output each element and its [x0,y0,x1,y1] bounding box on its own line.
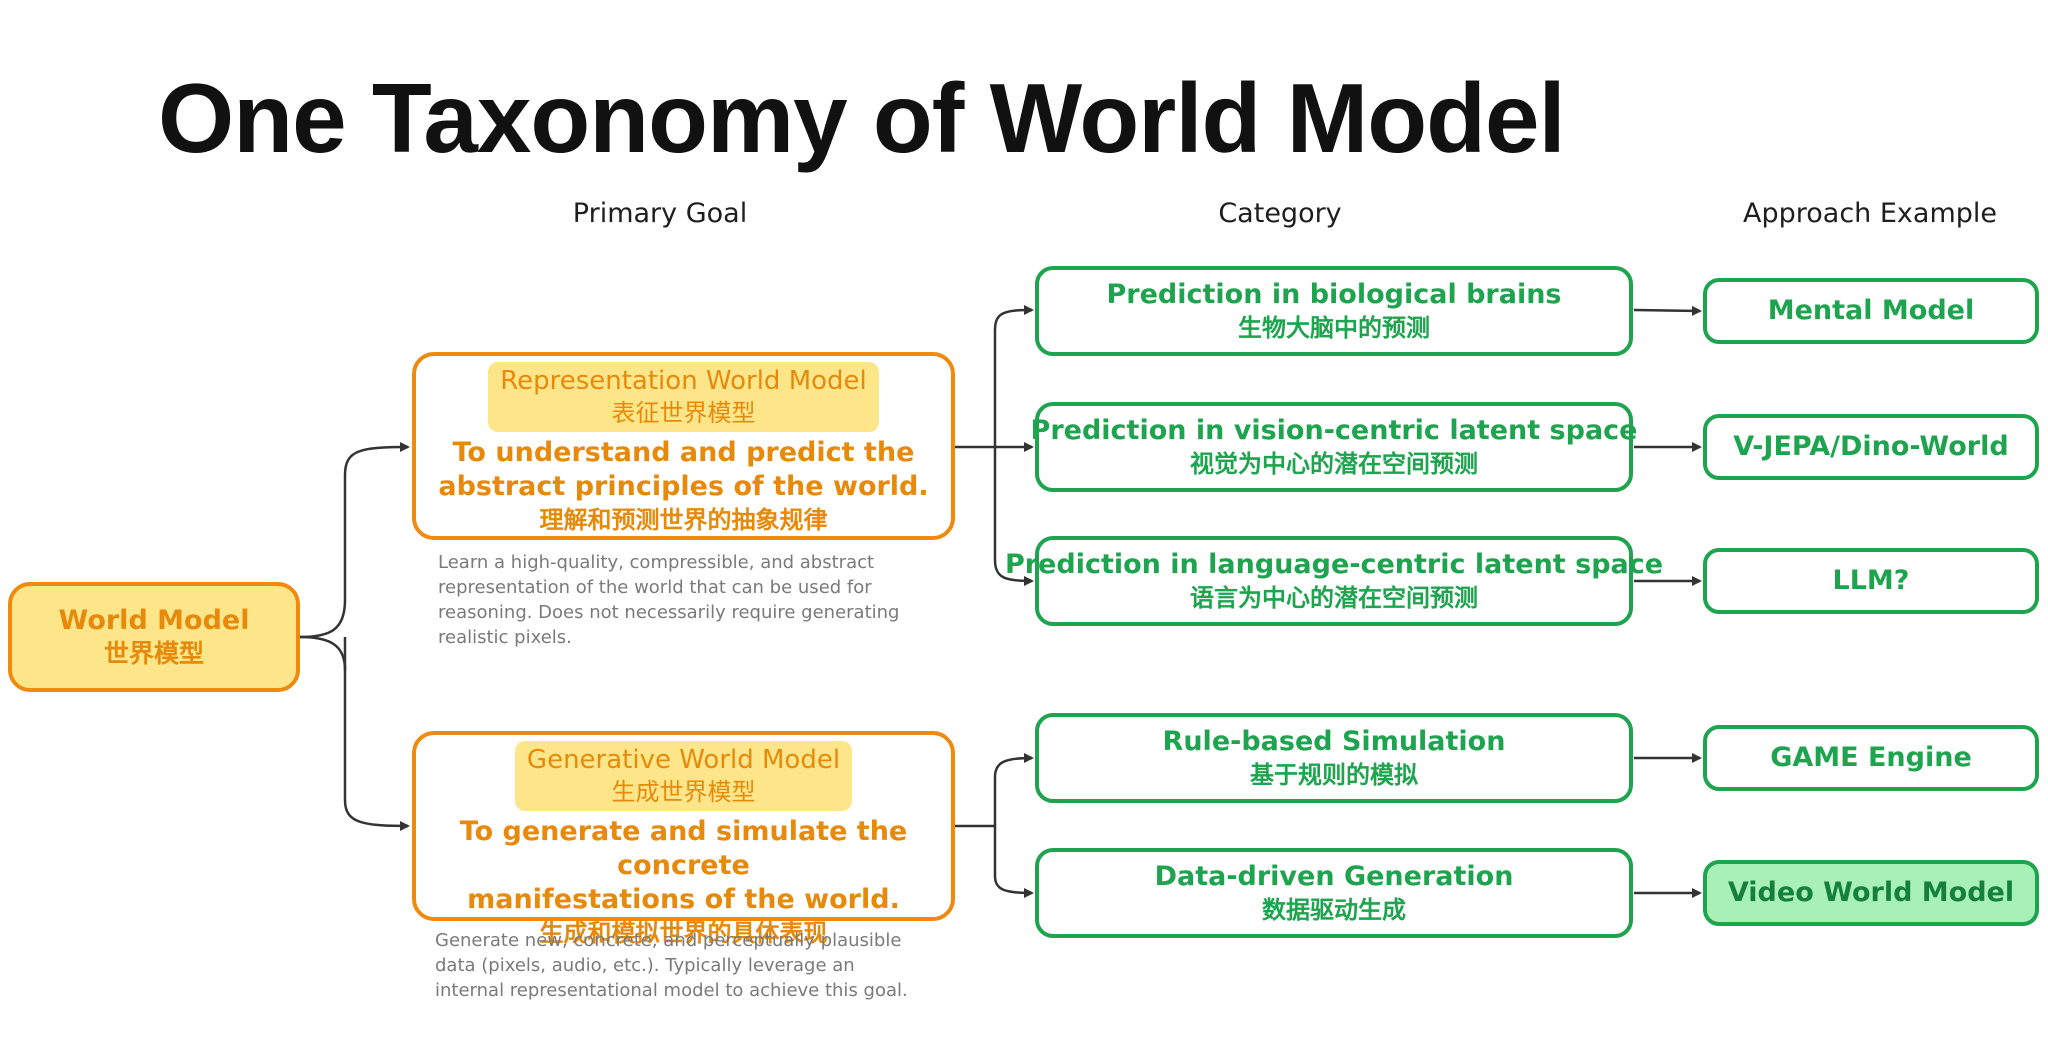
connector-representation-to-cat-3 [993,447,1034,586]
example-node-video-world-model: Video World Model [1703,860,2039,926]
root-node-world-model: World Model 世界模型 [8,582,300,692]
category-node-vision-latent: Prediction in vision-centric latent spac… [1031,402,1637,492]
column-header-primary-goal: Primary Goal [572,198,748,229]
example-node-mental-model: Mental Model [1703,278,2039,344]
goal-title: Representation World Model [500,366,867,396]
category-title: Prediction in vision-centric latent spac… [1030,415,1638,446]
goal-title-zh: 生成世界模型 [611,778,756,806]
category-node-biological-brains: Prediction in biological brains 生物大脑中的预测 [1035,266,1633,356]
goal-node-generative: Generative World Model 生成世界模型 To generat… [412,731,955,947]
connector-cat-1-to-example-1 [1633,305,1702,316]
connector-generative-to-cat-4 [993,753,1034,826]
category-title: Data-driven Generation [1154,861,1514,892]
example-node-v-jepa: V-JEPA/Dino-World [1703,414,2039,480]
goal-title-highlight: Generative World Model 生成世界模型 [514,741,853,811]
example-label: Video World Model [1727,877,2015,908]
goal-description-zh: 生成和模拟世界的具体表现 [539,919,828,947]
connector-generative-to-cat-5 [993,826,1034,898]
goal-note-generative: Generate new, concrete, and perceptually… [435,930,908,1001]
category-title: Rule-based Simulation [1162,726,1506,757]
connector-root-stub [299,635,347,671]
goal-description: To understand and predict the abstract p… [438,437,929,502]
example-node-game-engine: GAME Engine [1703,725,2039,791]
example-label: LLM? [1832,565,1910,596]
example-label: V-JEPA/Dino-World [1733,431,2009,462]
example-label: Mental Model [1767,295,1975,326]
goal-description-zh: 理解和预测世界的抽象规律 [539,506,828,534]
goal-title-highlight: Representation World Model 表征世界模型 [488,362,879,432]
goal-title-zh: 表征世界模型 [611,399,756,427]
category-title: Prediction in biological brains [1106,279,1562,310]
category-title-zh: 数据驱动生成 [1262,896,1406,924]
column-header-approach-example: Approach Example [1743,198,1997,229]
category-title: Prediction in language-centric latent sp… [1004,549,1664,580]
category-node-rule-based: Rule-based Simulation 基于规则的模拟 [1035,713,1633,803]
category-node-language-latent: Prediction in language-centric latent sp… [1005,536,1663,626]
connector-root-to-representation [343,442,410,600]
column-header-category: Category [1218,198,1342,229]
goal-title: Generative World Model [526,745,841,775]
category-title-zh: 语言为中心的潜在空间预测 [1190,584,1478,612]
goal-description: To generate and simulate the concrete ma… [459,816,908,915]
category-title-zh: 生物大脑中的预测 [1238,314,1430,342]
category-node-data-driven: Data-driven Generation 数据驱动生成 [1035,848,1633,938]
connector-root-split [299,599,347,639]
connector-root-to-generative [343,636,410,831]
category-title-zh: 视觉为中心的潜在空间预测 [1190,450,1478,478]
example-label: GAME Engine [1770,742,1972,773]
page-title: One Taxonomy of World Model [158,63,1566,173]
connector-representation-to-cat-1 [993,305,1034,447]
category-title-zh: 基于规则的模拟 [1250,761,1418,789]
goal-note-representation: Learn a high-quality, compressible, and … [438,552,900,648]
root-node-label-zh: 世界模型 [103,639,204,668]
goal-node-representation: Representation World Model 表征世界模型 To und… [412,352,955,540]
example-node-llm: LLM? [1703,548,2039,614]
root-node-label: World Model [58,605,250,636]
